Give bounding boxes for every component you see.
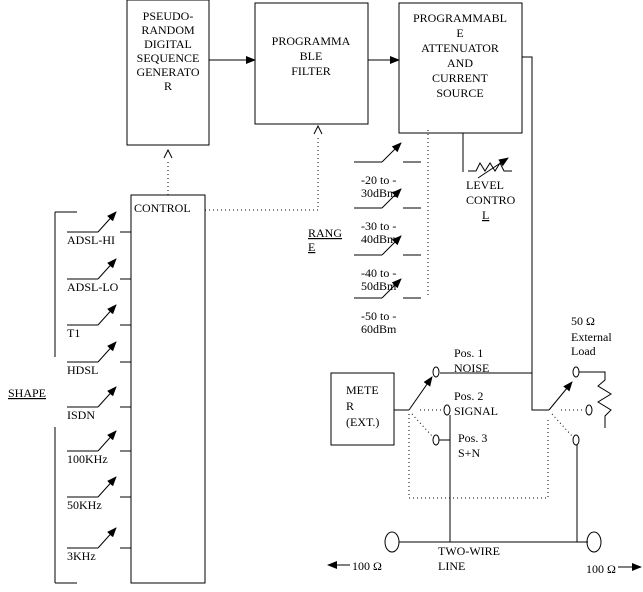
open-terminal xyxy=(585,404,593,416)
load-resistor-icon xyxy=(579,371,612,428)
shape-option-label: HDSL xyxy=(67,363,98,377)
attenuator-label-4: CURRENT xyxy=(432,71,489,85)
generator-label-5: R xyxy=(164,79,172,93)
shape-switch-adsl-lo[interactable]: ADSL-LO xyxy=(67,258,131,294)
range-label-2: E xyxy=(308,240,315,254)
filter-label-0: PROGRAMMA xyxy=(272,34,351,48)
filter-label-2: FILTER xyxy=(291,64,331,78)
pos2-terminal xyxy=(443,404,451,416)
shape-option-label: T1 xyxy=(67,326,80,340)
shape-switch-adsl-hi[interactable]: ADSL-HI xyxy=(67,211,131,247)
shape-option-label: ADSL-HI xyxy=(67,233,115,247)
attenuator-label-2: ATTENUATOR xyxy=(421,41,499,55)
control-label: CONTROL xyxy=(134,201,191,215)
meter-label-0: METE xyxy=(346,383,379,397)
position-label-1: Pos. 1 xyxy=(454,346,483,360)
filter-label-1: BLE xyxy=(300,49,323,63)
position-label-2: Pos. 2 xyxy=(454,389,483,403)
meter-label-1: R xyxy=(346,399,354,413)
left-termination: 100 Ω xyxy=(352,559,382,573)
shape-option-label: 3KHz xyxy=(67,549,96,563)
line-dotted xyxy=(551,413,573,437)
range-option-unit: 50dBm xyxy=(361,279,397,293)
range-switch-3[interactable]: -40 to -50dBm xyxy=(354,235,421,293)
shape-option-label: ADSL-LO xyxy=(67,280,119,294)
attenuator-label-5: SOURCE xyxy=(436,86,483,100)
line-terminal xyxy=(572,434,580,446)
control-block xyxy=(130,194,206,584)
shape-switch-50khz[interactable]: 50KHz xyxy=(67,476,131,512)
range-switch-2[interactable]: -30 to -40dBm xyxy=(354,188,421,246)
shape-switch-t1[interactable]: T1 xyxy=(67,304,131,340)
generator-label-4: GENERATO xyxy=(136,65,199,79)
range-option-label: -30 to - xyxy=(361,219,396,233)
shape-option-label: 100KHz xyxy=(67,452,108,466)
pos1-terminal xyxy=(432,366,440,378)
pos3-dotted xyxy=(411,413,433,437)
meter-label-2: (EXT.) xyxy=(346,415,379,429)
filter-block xyxy=(254,2,369,125)
level-control-label-1: LEVEL xyxy=(466,178,504,192)
generator-label-3: SEQUENCE xyxy=(137,51,200,65)
generator-label-1: RANDOM xyxy=(141,23,195,37)
pos3-terminal xyxy=(432,434,440,446)
shape-switch-hdsl[interactable]: HDSL xyxy=(67,341,131,377)
level-control-label-3: L xyxy=(482,208,489,222)
generator-block xyxy=(126,0,210,146)
range-option-unit: 60dBm xyxy=(361,322,397,336)
load-label-2: External xyxy=(571,330,612,344)
range-option-label: -40 to - xyxy=(361,266,396,280)
range-switch-4[interactable]: -50 to -60dBm xyxy=(354,278,421,336)
shape-switch-100khz[interactable]: 100KHz xyxy=(67,430,131,466)
attenuator-output-line xyxy=(522,56,549,411)
attenuator-label-1: E xyxy=(456,26,463,40)
shape-label: SHAPE xyxy=(8,386,46,400)
load-label-1: 50 Ω xyxy=(571,314,595,328)
attenuator-label-0: PROGRAMMABL xyxy=(413,11,507,25)
line-label-1: TWO-WIRE xyxy=(438,544,500,558)
position-name-2: SIGNAL xyxy=(454,404,498,418)
control-to-filter-dotted xyxy=(205,138,319,211)
meter-switch-arm-icon xyxy=(408,376,433,411)
attenuator-label-3: AND xyxy=(447,56,473,70)
attenuator-block xyxy=(398,2,523,134)
position-name-1: NOISE xyxy=(454,361,489,375)
right-termination: 100 Ω xyxy=(586,562,616,576)
level-control-resistor-icon xyxy=(468,161,512,172)
control-to-generator-caret-icon xyxy=(163,148,173,159)
range-switch-1[interactable]: -20 to -30dBm xyxy=(354,142,421,200)
right-line-terminal xyxy=(586,531,602,553)
shape-switch-isdn[interactable]: ISDN xyxy=(67,386,131,422)
control-to-filter-caret-icon xyxy=(313,124,323,135)
shape-option-label: ISDN xyxy=(67,408,95,422)
generator-label-2: DIGITAL xyxy=(144,37,192,51)
range-option-label: -50 to - xyxy=(361,309,396,323)
range-option-unit: 30dBm xyxy=(361,186,397,200)
line-label-2: LINE xyxy=(438,559,465,573)
shape-switch-3khz[interactable]: 3KHz xyxy=(67,527,131,563)
left-line-terminal xyxy=(384,531,400,553)
position-name-3: S+N xyxy=(458,446,480,460)
range-option-label: -20 to - xyxy=(361,173,396,187)
load-switch-arm-icon xyxy=(548,381,573,411)
load-terminal xyxy=(572,366,580,378)
load-label-3: Load xyxy=(571,344,596,358)
generator-label-0: PSEUDO- xyxy=(143,9,194,23)
position-label-3: Pos. 3 xyxy=(458,431,487,445)
shape-option-label: 50KHz xyxy=(67,498,102,512)
meter-block xyxy=(330,372,395,446)
range-option-unit: 40dBm xyxy=(361,232,397,246)
level-control-arrow-icon xyxy=(477,157,509,179)
range-label-1: RANG xyxy=(308,226,342,240)
level-control-label-2: CONTRO xyxy=(466,193,516,207)
